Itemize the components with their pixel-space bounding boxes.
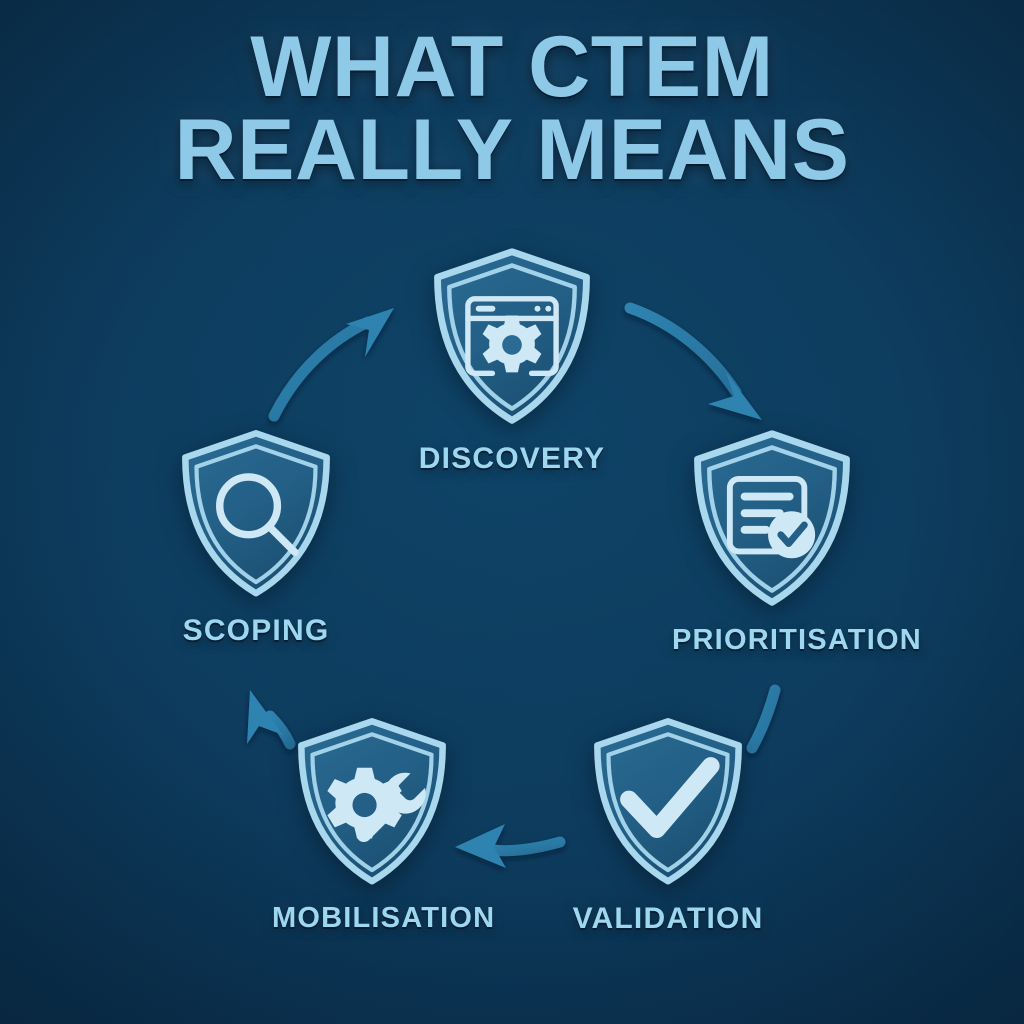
shield-outline-scoping bbox=[182, 430, 330, 597]
shield-outline-prioritisation bbox=[694, 430, 850, 606]
title-line-1: WHAT CTEM bbox=[250, 19, 774, 115]
cycle-step-scoping[interactable]: SCOPING bbox=[156, 424, 356, 648]
scoping-shield-wrap bbox=[156, 424, 356, 610]
magnifier-icon bbox=[216, 473, 299, 557]
mobilisation-shield-wrap bbox=[272, 712, 472, 898]
cycle-step-validation[interactable]: VALIDATION bbox=[568, 712, 768, 936]
cycle-step-label-validation: VALIDATION bbox=[572, 902, 764, 935]
validation-shield-wrap bbox=[568, 712, 768, 898]
checkmark-icon bbox=[620, 757, 720, 839]
document-check-icon bbox=[726, 475, 816, 559]
page-title: WHAT CTEM REALLY MEANS bbox=[0, 19, 1024, 199]
cycle-step-prioritisation[interactable]: PRIORITISATION bbox=[672, 424, 922, 657]
cycle-step-label-mobilisation: MOBILISATION bbox=[272, 902, 496, 934]
cycle-step-label-scoping: SCOPING bbox=[182, 614, 330, 647]
cycle-step-mobilisation[interactable]: MOBILISATION bbox=[272, 712, 496, 935]
gear-icon bbox=[482, 315, 542, 373]
shield-outline-mobilisation bbox=[298, 718, 446, 885]
prioritisation-shield-wrap bbox=[672, 424, 872, 620]
title-line-2: REALLY MEANS bbox=[174, 102, 850, 199]
cycle-step-discovery[interactable]: DISCOVERY bbox=[412, 242, 612, 476]
cycle-step-label-discovery: DISCOVERY bbox=[418, 442, 606, 475]
discovery-shield-wrap bbox=[412, 242, 612, 438]
gear-wrench-icon bbox=[327, 767, 426, 843]
shield-outline-validation bbox=[594, 718, 742, 885]
cycle-step-label-prioritisation: PRIORITISATION bbox=[672, 624, 922, 656]
shield-outline-discovery bbox=[434, 248, 590, 424]
